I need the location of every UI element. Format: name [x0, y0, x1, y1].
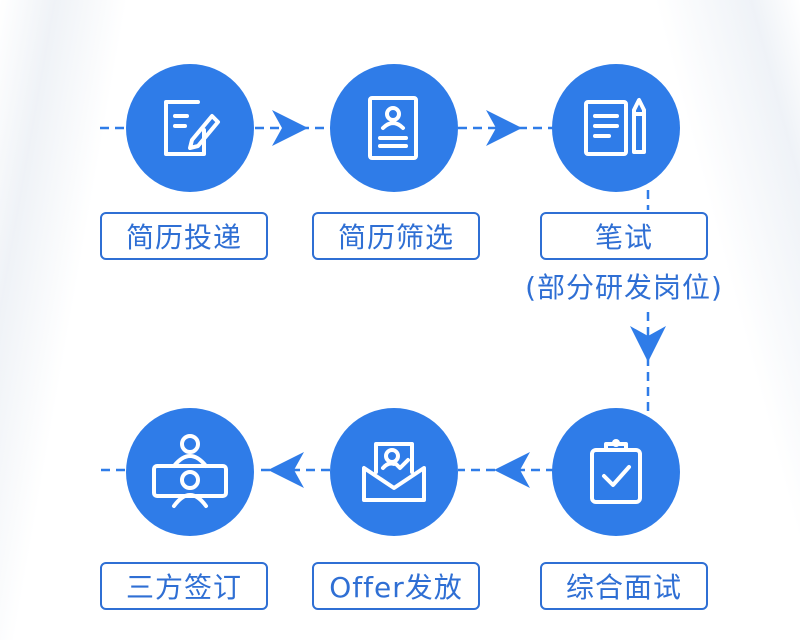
arrow-down — [630, 326, 666, 362]
exam-paper-pencil-icon — [584, 98, 646, 156]
step-3-sublabel: (部分研发岗位) — [525, 271, 723, 304]
step-4-circle — [552, 408, 680, 536]
step-4-label: 综合面试 — [540, 562, 708, 610]
step-6-circle — [126, 408, 254, 536]
arrow-right-2 — [486, 110, 522, 146]
form-pen-icon — [164, 100, 220, 156]
step-5-label: Offer发放 — [312, 562, 480, 610]
step-2-label: 简历筛选 — [312, 212, 480, 260]
step-5-circle — [330, 408, 458, 536]
step-1-label: 简历投递 — [100, 212, 268, 260]
step-6-label: 三方签订 — [100, 562, 268, 610]
resume-icon — [368, 96, 418, 160]
step-3-label: 笔试 — [540, 212, 708, 260]
people-meeting-icon — [152, 434, 228, 508]
step-2-circle — [330, 64, 458, 192]
envelope-letter-icon — [362, 442, 426, 502]
step-1-circle — [126, 64, 254, 192]
arrow-left-2 — [268, 452, 304, 488]
arrow-right-1 — [272, 110, 308, 146]
step-3-circle — [552, 64, 680, 192]
arrow-left-1 — [494, 452, 530, 488]
clipboard-check-icon — [590, 439, 642, 504]
